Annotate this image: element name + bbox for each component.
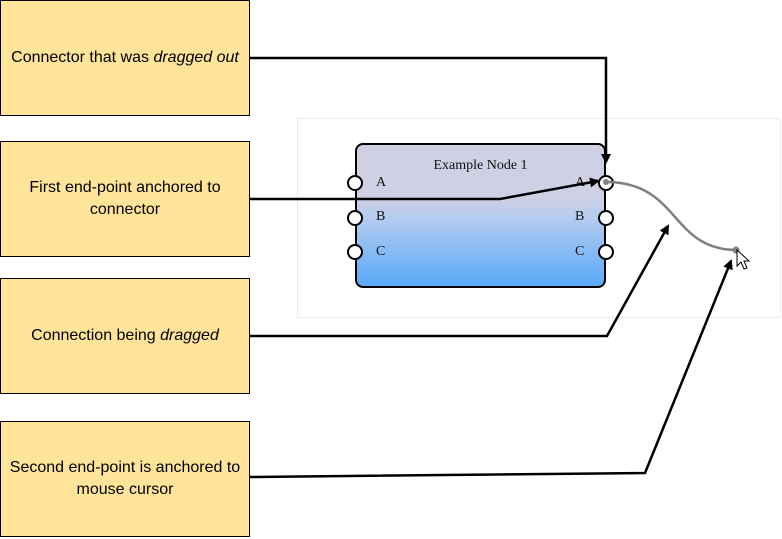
- example-node[interactable]: Example Node 1 A B C A B C: [347, 143, 614, 288]
- arrow-first-endpoint: [250, 177, 600, 201]
- input-label-b: B: [376, 209, 386, 224]
- arrow-second-endpoint: [249, 259, 733, 479]
- callout-dragged-out-connector: Connector that was dragged out: [0, 0, 250, 116]
- arrow-connection-dragged: [250, 224, 670, 338]
- callout-text: Second end-point is anchored to mouse cu…: [9, 459, 241, 498]
- callout-first-endpoint: First end-point anchored to connector: [0, 141, 250, 257]
- input-port-c[interactable]: [347, 244, 363, 260]
- callout-text: Connector that was dragged out: [11, 49, 239, 66]
- input-label-a: A: [376, 175, 387, 190]
- first-endpoint-dot: [603, 179, 609, 185]
- output-label-b: B: [575, 209, 585, 224]
- output-port-c[interactable]: [598, 244, 614, 260]
- callout-text: Connection being dragged: [31, 327, 219, 344]
- callout-text: First end-point anchored to connector: [29, 179, 221, 218]
- output-label-c: C: [575, 244, 585, 259]
- node-canvas: [297, 118, 781, 318]
- input-label-c: C: [376, 244, 386, 259]
- arrow-dragged-out: [250, 56, 611, 164]
- input-port-a[interactable]: [347, 175, 363, 191]
- output-port-b[interactable]: [598, 210, 614, 226]
- input-port-b[interactable]: [347, 210, 363, 226]
- mouse-cursor-icon: [736, 248, 751, 270]
- callout-connection-dragged: Connection being dragged: [0, 278, 250, 394]
- node-title: Example Node 1: [433, 158, 528, 173]
- dragged-connection: [605, 180, 738, 252]
- callout-second-endpoint: Second end-point is anchored to mouse cu…: [0, 421, 250, 537]
- output-label-a: A: [575, 175, 586, 190]
